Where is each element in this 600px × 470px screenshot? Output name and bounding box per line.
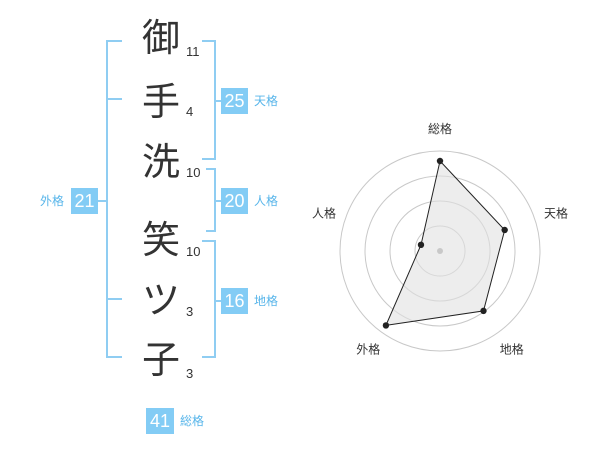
radar-axis-label-1: 総格 xyxy=(428,121,452,136)
radar-axis-label-3: 地格 xyxy=(500,342,524,357)
tenkaku-badge: 25 xyxy=(221,88,248,114)
soukaku-badge: 41 xyxy=(146,408,174,434)
chikaku-label: 地格 xyxy=(254,294,279,308)
radar-center-dot xyxy=(437,248,443,254)
gaikaku-bracket-tick xyxy=(106,298,122,300)
gaikaku-bracket-tick xyxy=(106,98,122,100)
jinkaku-label: 人格 xyxy=(254,194,279,208)
radar-point-3 xyxy=(480,307,487,315)
tenkaku-bracket xyxy=(202,40,216,160)
name-char-5: ツ xyxy=(141,278,180,322)
stroke-count-5: 3 xyxy=(186,304,194,319)
tenkaku-label: 天格 xyxy=(254,94,279,108)
stroke-count-1: 11 xyxy=(186,44,200,59)
tenkaku-bracket-connector xyxy=(216,100,222,102)
radar-point-2 xyxy=(501,226,508,234)
gaikaku-bracket xyxy=(106,40,122,358)
name-char-1: 御 xyxy=(141,16,180,60)
jinkaku-bracket-connector xyxy=(216,200,222,202)
jinkaku-bracket xyxy=(206,168,216,232)
radar-point-5 xyxy=(417,241,425,249)
name-char-3: 洗 xyxy=(141,140,180,184)
stroke-count-4: 10 xyxy=(186,244,201,259)
radar-axis-label-5: 人格 xyxy=(312,205,336,220)
gaikaku-badge: 21 xyxy=(71,188,98,214)
radar-axis-label-2: 天格 xyxy=(544,205,568,220)
radar-point-1 xyxy=(436,157,444,165)
stroke-count-3: 10 xyxy=(186,165,201,180)
gaikaku-bracket-connector xyxy=(96,200,106,202)
chikaku-bracket xyxy=(202,240,216,358)
soukaku-label: 総格 xyxy=(180,414,205,428)
radar-series-polygon xyxy=(385,159,506,327)
gaikaku-label: 外格 xyxy=(40,194,65,208)
chikaku-badge: 16 xyxy=(221,288,248,314)
radar-point-4 xyxy=(382,322,390,329)
radar-axis-label-4: 外格 xyxy=(356,342,380,357)
chikaku-bracket-connector xyxy=(216,300,222,302)
name-char-2: 手 xyxy=(141,80,180,124)
name-char-6: 子 xyxy=(141,338,180,382)
stroke-count-2: 4 xyxy=(186,104,194,119)
stroke-count-6: 3 xyxy=(186,366,194,381)
name-char-4: 笑 xyxy=(141,218,180,262)
jinkaku-badge: 20 xyxy=(221,188,248,214)
